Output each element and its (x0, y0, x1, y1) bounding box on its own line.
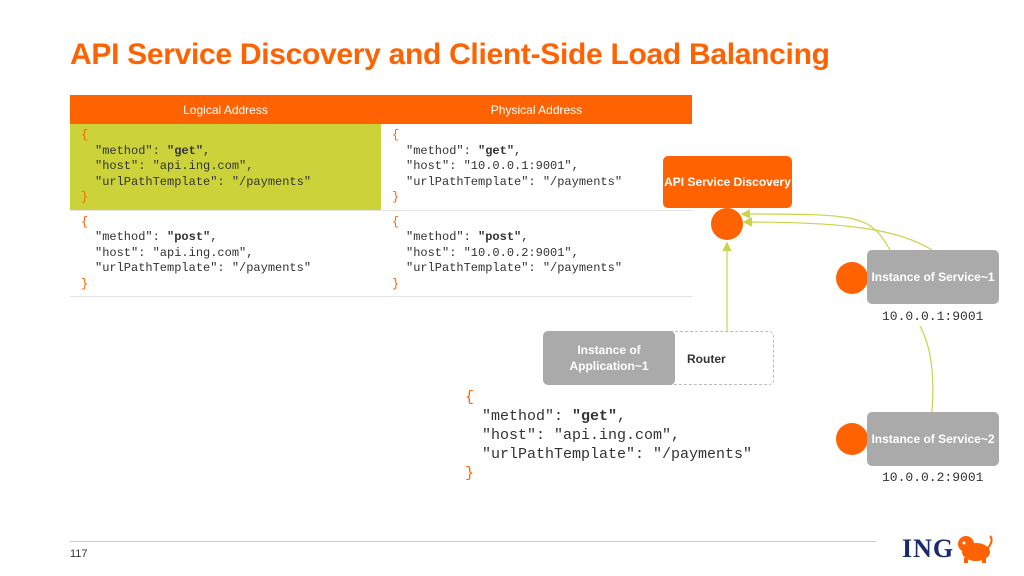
code-method: "get" (167, 143, 204, 158)
code-line: "host": "api.ing.com", (95, 159, 254, 173)
code-brace: } (81, 190, 89, 204)
footer-divider (70, 541, 876, 542)
service2-instance-box: Instance of Service~2 (867, 412, 999, 466)
code-host: "10.0.0.2:9001" (463, 245, 572, 260)
code-method: "post" (478, 230, 522, 244)
physical-address-cell: { "method": "post", "host": "10.0.0.2:90… (381, 210, 692, 297)
table-row: { "method": "get", "host": "api.ing.com"… (70, 124, 692, 211)
address-mapping-table: Logical Address Physical Address { "meth… (70, 95, 692, 297)
code-line: "urlPathTemplate": "/payments" (482, 446, 753, 463)
physical-address-cell: { "method": "get", "host": "10.0.0.1:900… (381, 124, 692, 211)
column-header-physical: Physical Address (381, 95, 692, 124)
code-brace: { (392, 128, 400, 142)
page-number: 117 (70, 548, 88, 560)
code-brace: } (392, 190, 400, 204)
service1-instance-box: Instance of Service~1 (867, 250, 999, 304)
code-method: "get" (572, 408, 618, 425)
code-brace: { (81, 214, 89, 229)
code-brace: { (392, 214, 400, 229)
service2-to-service1-line (919, 325, 934, 413)
code-line: "urlPathTemplate": "/payments" (95, 261, 312, 275)
service2-register-arrow (742, 217, 933, 251)
request-json: { "method": "get", "host": "api.ing.com"… (465, 389, 753, 482)
code-brace: { (81, 128, 89, 142)
code-line: "host": "api.ing.com", (95, 245, 254, 260)
code-key: "method": (406, 230, 479, 244)
api-service-discovery-box: API Service Discovery (663, 156, 792, 208)
code-line: "urlPathTemplate": "/payments" (406, 174, 623, 189)
page-title: API Service Discovery and Client-Side Lo… (70, 38, 830, 71)
code-line: "urlPathTemplate": "/payments" (406, 261, 623, 275)
table-header-row: Logical Address Physical Address (70, 95, 692, 124)
column-header-logical: Logical Address (70, 95, 381, 124)
code-brace: } (81, 276, 89, 291)
logo-text: ING (902, 534, 955, 563)
code-line: "host": "api.ing.com", (482, 427, 681, 444)
code-brace: { (465, 389, 475, 406)
router-label: Router (687, 352, 726, 366)
logical-address-cell: { "method": "post", "host": "api.ing.com… (70, 210, 381, 297)
code-brace: } (392, 276, 400, 291)
code-key: "method": (406, 143, 479, 158)
code-key: "method": (95, 143, 168, 158)
ing-logo: ING (902, 534, 994, 564)
code-key: "method": (482, 408, 573, 425)
code-method: "post" (167, 230, 211, 244)
service2-ip: 10.0.0.2:9001 (882, 470, 984, 485)
code-key: "host": (406, 245, 464, 260)
service1-register-arrow (740, 209, 891, 251)
service1-ip: 10.0.0.1:9001 (882, 309, 984, 324)
logical-address-cell: { "method": "get", "host": "api.ing.com"… (70, 124, 381, 211)
service1-node (836, 262, 868, 294)
code-line: "urlPathTemplate": "/payments" (95, 174, 312, 189)
code-key: "host": (406, 159, 464, 173)
code-brace: } (465, 465, 475, 482)
table-row: { "method": "post", "host": "api.ing.com… (70, 210, 692, 297)
lion-icon (958, 535, 993, 563)
discovery-node (711, 208, 743, 240)
code-host: "10.0.0.1:9001" (463, 159, 572, 173)
code-method: "get" (478, 143, 515, 158)
code-key: "method": (95, 230, 168, 244)
service2-node (836, 423, 868, 455)
application-instance-box: Instance of Application~1 (543, 331, 675, 385)
